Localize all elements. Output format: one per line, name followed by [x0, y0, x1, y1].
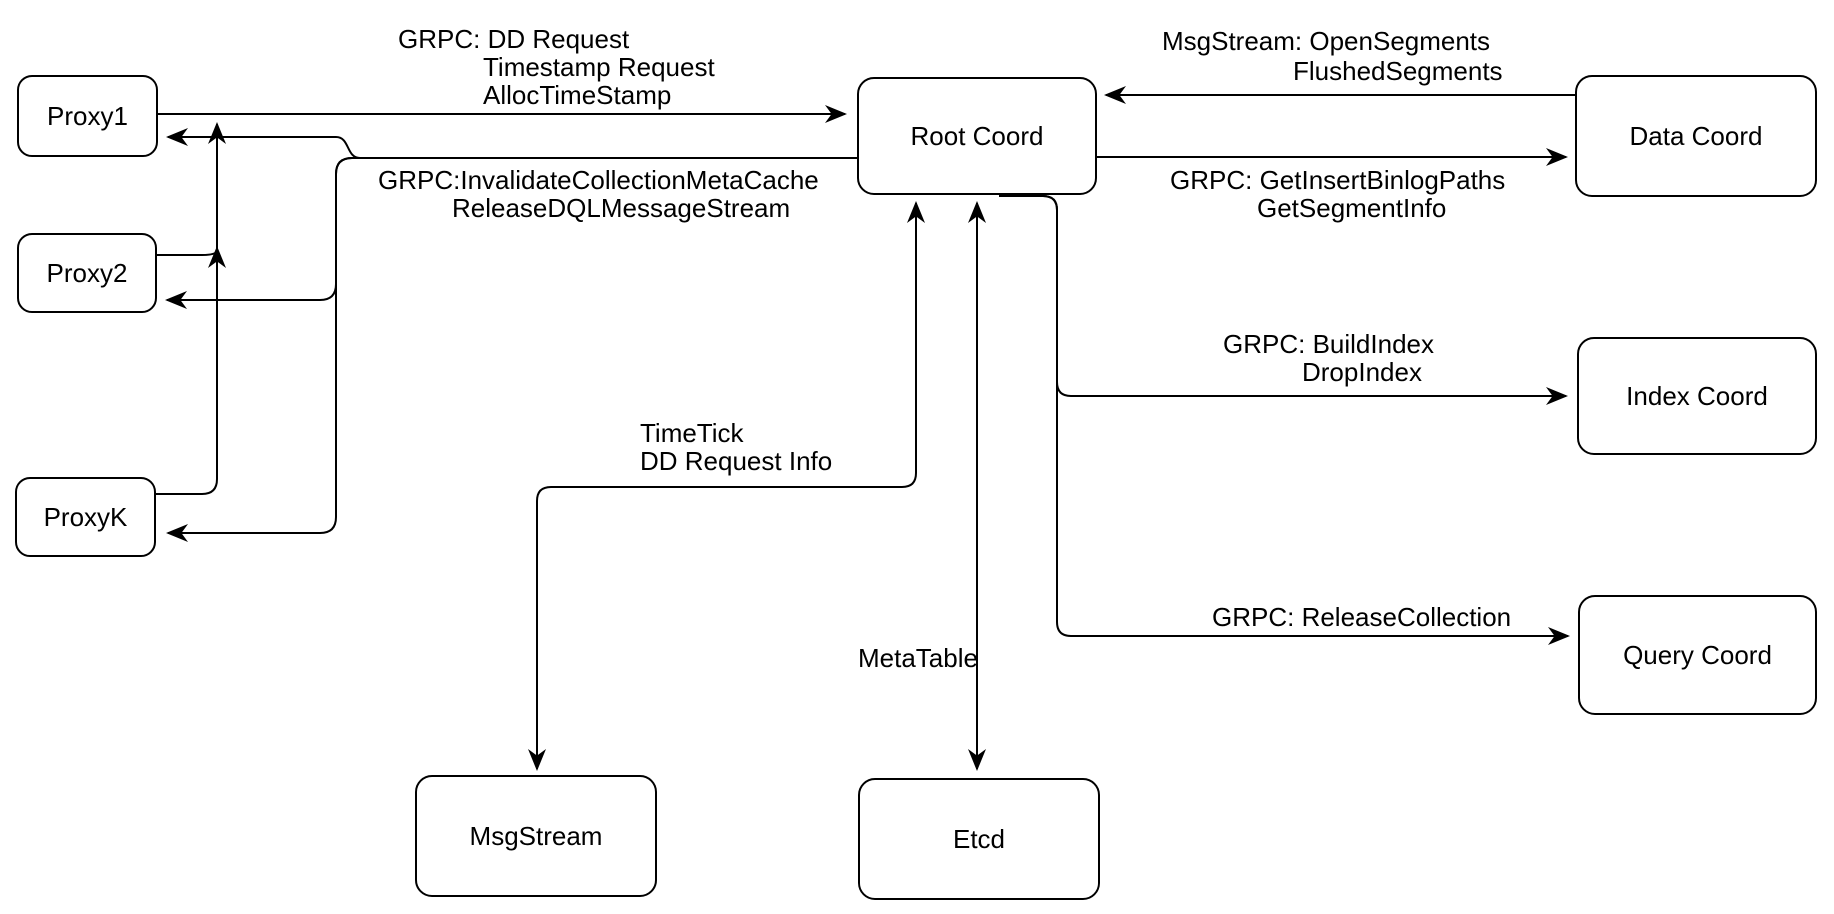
edge-root-coord-to-index-coord: [999, 195, 1568, 405]
edge-label-root-to-index-line2: DropIndex: [1302, 357, 1422, 387]
edge-label-root-to-data-line1: GRPC: GetInsertBinlogPaths: [1170, 165, 1506, 195]
edge-label-proxies-to-root-line3: AllocTimeStamp: [483, 80, 672, 110]
edge-proxyk-up-to-request-line: [156, 122, 226, 495]
node-msgstream: MsgStream: [415, 775, 657, 897]
edge-label-root-to-proxies-line2: ReleaseDQLMessageStream: [452, 193, 791, 223]
edge-root-coord-to-proxyk: [166, 157, 857, 542]
edge-label-proxies-to-root-line2: Timestamp Request: [483, 52, 715, 82]
edge-root-coord-to-query-coord: [999, 195, 1570, 645]
edge-proxy2-up-to-request-line: [157, 246, 226, 268]
edge-label-data-to-root-line2: FlushedSegments: [1293, 56, 1503, 86]
node-proxy1: Proxy1: [17, 75, 158, 157]
node-query-coord: Query Coord: [1578, 595, 1817, 715]
edge-label-root-to-data-line2: GetSegmentInfo: [1257, 193, 1447, 223]
edge-label-root-to-msgstream-line2: DD Request Info: [640, 446, 833, 476]
edge-label-root-to-index-line1: GRPC: BuildIndex: [1223, 329, 1434, 359]
node-root-coord: Root Coord: [857, 77, 1097, 195]
edge-label-root-to-msgstream-line1: TimeTick: [640, 418, 744, 448]
node-data-coord-label: Data Coord: [1629, 120, 1763, 151]
edge-label-data-to-root-line1: MsgStream: OpenSegments: [1162, 26, 1491, 56]
edge-label-root-to-query-line1: GRPC: ReleaseCollection: [1212, 602, 1512, 632]
node-proxy2: Proxy2: [17, 233, 157, 313]
node-proxy2-label: Proxy2: [46, 257, 128, 288]
node-proxyk: ProxyK: [15, 477, 156, 557]
edge-root-coord-to-proxy1: [166, 128, 857, 159]
node-index-coord: Index Coord: [1577, 337, 1817, 455]
node-proxy1-label: Proxy1: [47, 100, 128, 131]
node-etcd: Etcd: [858, 778, 1100, 900]
node-data-coord: Data Coord: [1575, 75, 1817, 197]
node-root-coord-label: Root Coord: [910, 120, 1044, 151]
edge-root-coord-msgstream-timetick: [528, 201, 925, 771]
node-proxyk-label: ProxyK: [43, 501, 128, 532]
edge-label-proxies-to-root-line1: GRPC: DD Request: [398, 24, 630, 54]
node-msgstream-label: MsgStream: [469, 820, 603, 851]
edge-label-root-to-proxies-line1: GRPC:InvalidateCollectionMetaCache: [378, 165, 819, 195]
node-etcd-label: Etcd: [952, 823, 1006, 854]
node-query-coord-label: Query Coord: [1623, 639, 1772, 670]
edge-label-root-to-etcd-line1: MetaTable: [858, 643, 978, 673]
node-index-coord-label: Index Coord: [1626, 380, 1768, 411]
